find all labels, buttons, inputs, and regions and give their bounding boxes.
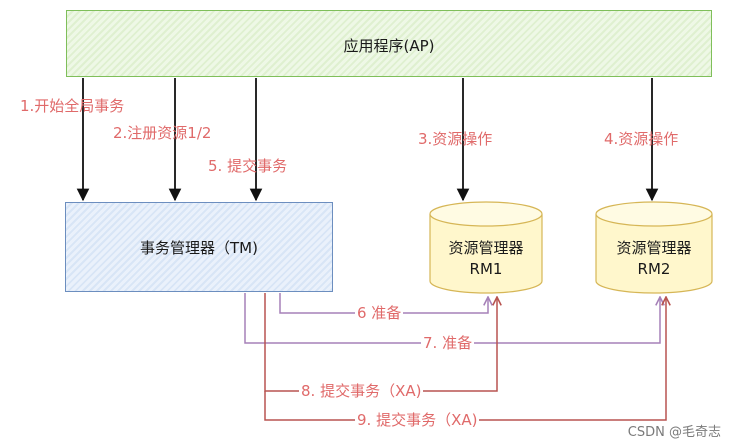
transaction-manager-box: 事务管理器（TM) <box>65 202 333 292</box>
step5-label: 5. 提交事务 <box>208 157 288 175</box>
rm1-cylinder <box>429 201 543 294</box>
step4-label: 4.资源操作 <box>604 130 679 148</box>
application-label: 应用程序(AP) <box>343 37 435 55</box>
transaction-manager-label: 事务管理器（TM) <box>140 239 258 257</box>
rm2-label-line2: RM2 <box>637 260 671 278</box>
rm2-cylinder <box>595 201 713 294</box>
line-commit-rm2 <box>264 297 666 421</box>
step7-label: 7. 准备 <box>421 334 475 352</box>
application-box: 应用程序(AP) <box>66 10 712 77</box>
step2-label: 2.注册资源1/2 <box>113 124 212 142</box>
rm1-label-line2: RM1 <box>469 260 503 278</box>
rm2-label: 资源管理器 RM2 <box>596 238 712 280</box>
step1-label: 1.开始全局事务 <box>20 97 125 115</box>
rm2-label-line1: 资源管理器 <box>616 239 692 257</box>
rm1-label-line1: 资源管理器 <box>448 239 524 257</box>
watermark: CSDN @毛奇志 <box>627 425 721 440</box>
step6-label: 6 准备 <box>355 304 404 322</box>
rm1-label: 资源管理器 RM1 <box>430 238 542 280</box>
step8-label: 8. 提交事务（XA) <box>299 382 424 400</box>
step9-label: 9. 提交事务（XA) <box>355 411 480 429</box>
step3-label: 3.资源操作 <box>418 130 493 148</box>
